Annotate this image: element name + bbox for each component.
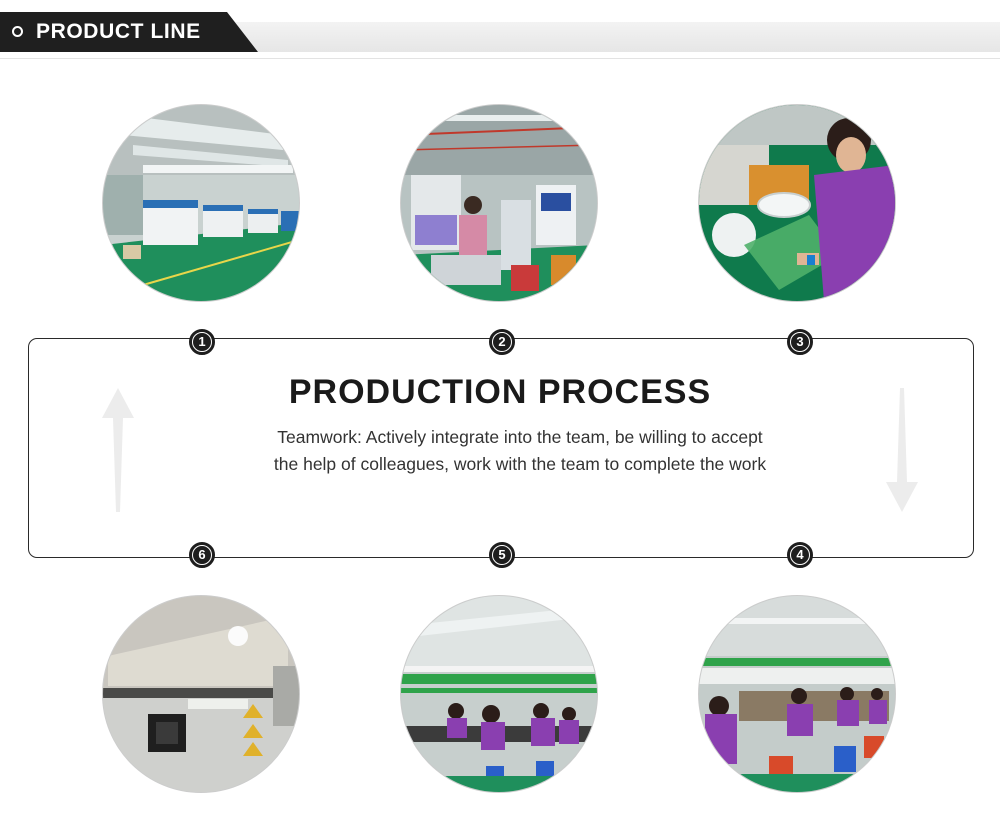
step-5-badge: 5 [489,542,515,568]
assembly-machines-photo [401,105,597,301]
arrow-up-icon [102,388,134,512]
step-number: 6 [192,545,212,565]
header-tab [0,12,258,52]
step-2-badge: 2 [489,329,515,355]
section-title: PRODUCT LINE [36,20,201,43]
step-6-badge: 6 [189,542,215,568]
step-1-photo [103,105,299,301]
injection-molding-workshop-photo [103,105,299,301]
step-3-badge: 3 [787,329,813,355]
circle-bullet-icon [12,26,23,37]
step-number: 5 [492,545,512,565]
step-4-badge: 4 [787,542,813,568]
production-line-photo [401,596,597,792]
step-6-photo [103,596,299,792]
process-title: PRODUCTION PROCESS [288,373,712,411]
salt-spray-test-chamber-photo [103,596,299,792]
assembly-line-workers-photo [699,596,895,792]
step-number: 2 [492,332,512,352]
process-panel [28,338,974,558]
step-1-badge: 1 [189,329,215,355]
step-3-photo [699,105,895,301]
step-2-photo [401,105,597,301]
header-divider [0,58,1000,59]
step-number: 3 [790,332,810,352]
step-number: 1 [192,332,212,352]
step-5-photo [401,596,597,792]
process-description: Teamwork: Actively integrate into the te… [273,427,767,474]
step-number: 4 [790,545,810,565]
arrow-down-icon [886,388,918,512]
step-4-photo [699,596,895,792]
magnifier-inspection-photo [699,105,895,301]
